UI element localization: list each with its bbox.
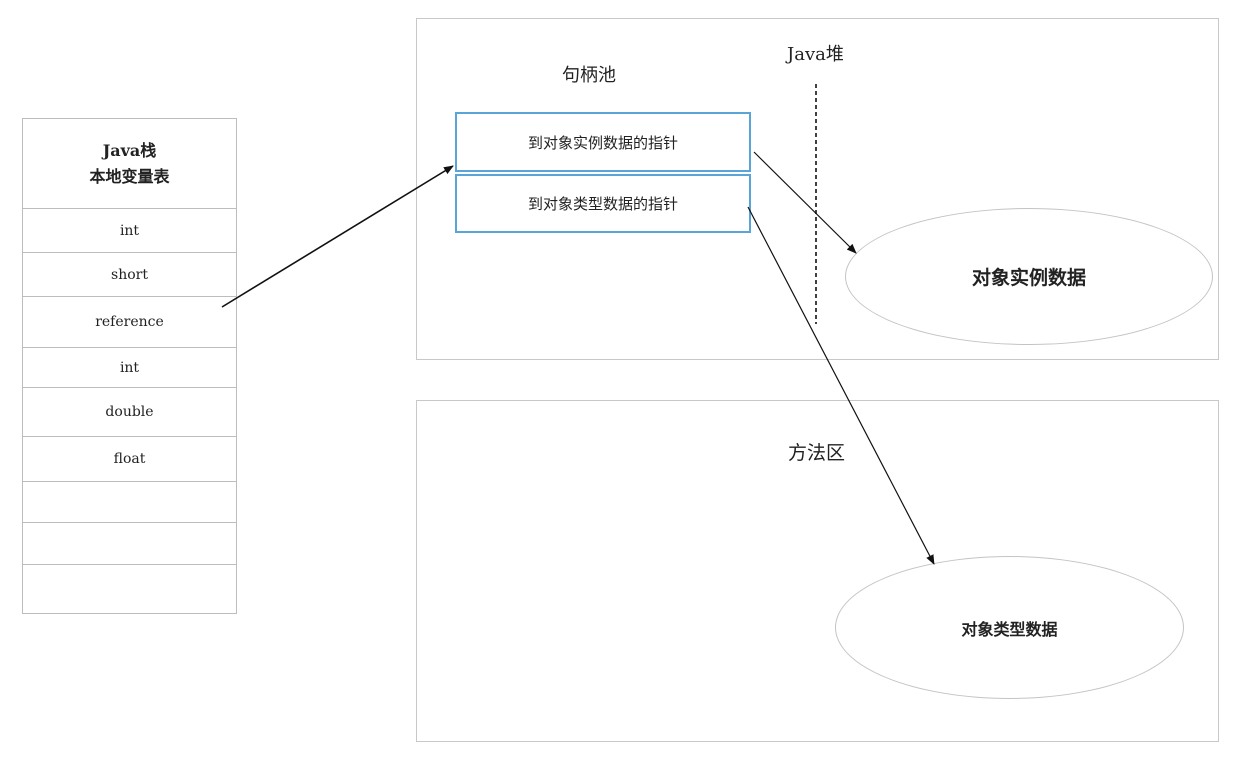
- instance-data-ellipse: 对象实例数据: [845, 208, 1213, 345]
- handle-instance-pointer: 到对象实例数据的指针: [455, 112, 751, 172]
- type-data-label: 对象类型数据: [961, 619, 1058, 639]
- stack-slot: float: [23, 437, 236, 482]
- stack-slot: short: [23, 253, 236, 297]
- stack-slot-reference: reference: [23, 297, 236, 348]
- stack-slot-empty: [23, 565, 236, 613]
- stack-slot: double: [23, 388, 236, 437]
- stack-header: Java栈 本地变量表: [23, 119, 236, 209]
- method-area-title: 方法区: [788, 442, 846, 464]
- stack-slot: int: [23, 348, 236, 388]
- java-heap-title: Java堆: [787, 44, 844, 65]
- type-data-ellipse: 对象类型数据: [835, 556, 1184, 699]
- handle-pool-title: 句柄池: [562, 65, 616, 86]
- instance-data-label: 对象实例数据: [971, 267, 1086, 289]
- local-variable-table-title: 本地变量表: [89, 166, 170, 186]
- stack-slot: int: [23, 209, 236, 253]
- java-stack-local-variable-table: Java栈 本地变量表 int short reference int doub…: [22, 118, 237, 614]
- stack-slot-empty: [23, 523, 236, 565]
- handle-type-pointer: 到对象类型数据的指针: [455, 174, 751, 233]
- stack-slot-empty: [23, 482, 236, 523]
- stack-title: Java栈: [102, 140, 157, 160]
